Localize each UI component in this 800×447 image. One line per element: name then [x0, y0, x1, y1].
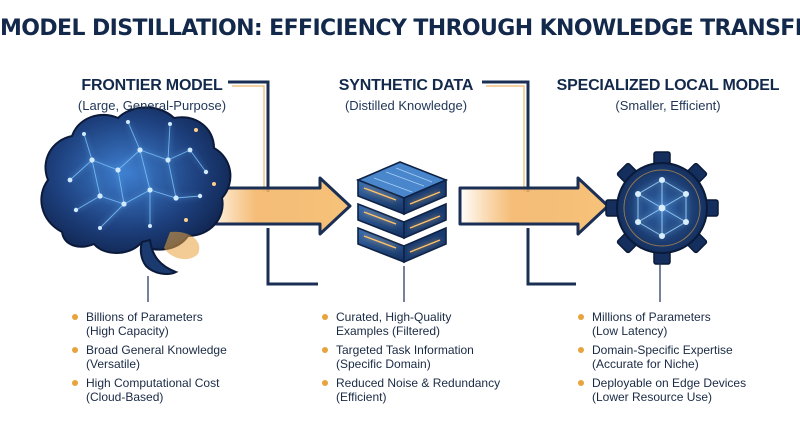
brain-cerebellum	[164, 231, 200, 260]
gear-network-icon	[605, 151, 719, 265]
server-lights	[363, 187, 441, 253]
brain-warm-nodes	[184, 128, 216, 222]
connector-brain-bottom	[266, 228, 318, 286]
connector-glow-data	[486, 85, 525, 192]
connector-data-bottom	[526, 228, 576, 286]
flow-arrow-1	[203, 176, 352, 236]
stage-title-synthetic: SYNTHETIC DATA	[338, 77, 474, 94]
list-item: Domain-Specific Expertise(Accurate for N…	[578, 343, 746, 371]
stage-heading-synthetic: SYNTHETIC DATA (Distilled Knowledge)	[286, 77, 526, 113]
list-item: Broad General Knowledge(Versatile)	[72, 343, 227, 371]
connector-glow-brain	[232, 85, 265, 192]
stage-heading-frontier: FRONTIER MODEL (Large, General-Purpose)	[32, 77, 272, 113]
diagram-title: MODEL DISTILLATION: EFFICIENCY THROUGH K…	[0, 16, 800, 41]
bullet-dividers	[147, 262, 661, 302]
brain-network-icon	[40, 106, 232, 275]
gear-rim-glow	[623, 169, 701, 247]
list-item: Deployable on Edge Devices(Lower Resourc…	[578, 376, 746, 404]
flow-arrow-2	[458, 176, 610, 236]
server-layer-3	[357, 226, 447, 264]
bullet-detail: (High Capacity)	[86, 324, 169, 338]
connector-brain-top	[228, 80, 270, 192]
bullet-detail: (Low Latency)	[592, 324, 668, 338]
bullet-list-specialized: Millions of Parameters(Low Latency) Doma…	[578, 310, 746, 409]
bullet-main: Billions of Parameters	[86, 310, 203, 324]
bullet-detail: (Lower Resource Use)	[592, 390, 713, 404]
flow-arrow-1-body	[203, 176, 352, 236]
connector-lines	[228, 80, 576, 286]
list-item: Millions of Parameters(Low Latency)	[578, 310, 746, 338]
bullet-main: Curated, High-Quality	[336, 310, 452, 324]
server-layer-1	[355, 161, 449, 216]
bullet-detail: (Efficient)	[336, 390, 387, 404]
bullet-main: Reduced Noise & Redundancy	[336, 376, 501, 390]
stage-title-frontier: FRONTIER MODEL	[81, 77, 223, 94]
connector-glow	[232, 85, 525, 192]
bullet-detail: (Versatile)	[86, 357, 141, 371]
bullet-main: Domain-Specific Expertise	[592, 343, 733, 357]
server-layer-2	[357, 202, 447, 240]
server-stack-icon	[355, 161, 449, 264]
stage-subtitle-specialized: (Smaller, Efficient)	[615, 98, 721, 113]
list-item: Targeted Task Information(Specific Domai…	[322, 343, 500, 371]
bullet-main: Deployable on Edge Devices	[592, 376, 747, 390]
bullet-main: Targeted Task Information	[336, 343, 474, 357]
bullet-detail: (Cloud-Based)	[86, 390, 164, 404]
bullet-detail: Examples (Filtered)	[336, 324, 441, 338]
stage-heading-specialized: SPECIALIZED LOCAL MODEL (Smaller, Effici…	[548, 77, 788, 113]
gear-network-nodes	[635, 177, 689, 239]
bullet-detail: (Accurate for Niche)	[592, 357, 699, 371]
stage-subtitle-synthetic: (Distilled Knowledge)	[344, 98, 468, 113]
bullet-main: Broad General Knowledge	[86, 343, 227, 357]
connector-data-top	[482, 80, 530, 192]
brain-shape	[40, 106, 232, 254]
bullet-list-frontier: Billions of Parameters(High Capacity) Br…	[72, 310, 227, 409]
server-top-grid	[373, 167, 433, 193]
list-item: Billions of Parameters(High Capacity)	[72, 310, 227, 338]
flow-arrow-2-body	[458, 176, 610, 236]
stage-title-specialized: SPECIALIZED LOCAL MODEL	[556, 77, 780, 94]
bullet-main: Millions of Parameters	[592, 310, 711, 324]
brain-stem	[139, 238, 179, 275]
list-item: High Computational Cost(Cloud-Based)	[72, 376, 227, 404]
bullet-detail: (Specific Domain)	[336, 357, 431, 371]
list-item: Reduced Noise & Redundancy(Efficient)	[322, 376, 500, 404]
brain-nodes	[67, 120, 209, 230]
bullet-main: High Computational Cost	[86, 376, 220, 390]
stage-subtitle-frontier: (Large, General-Purpose)	[77, 98, 227, 113]
